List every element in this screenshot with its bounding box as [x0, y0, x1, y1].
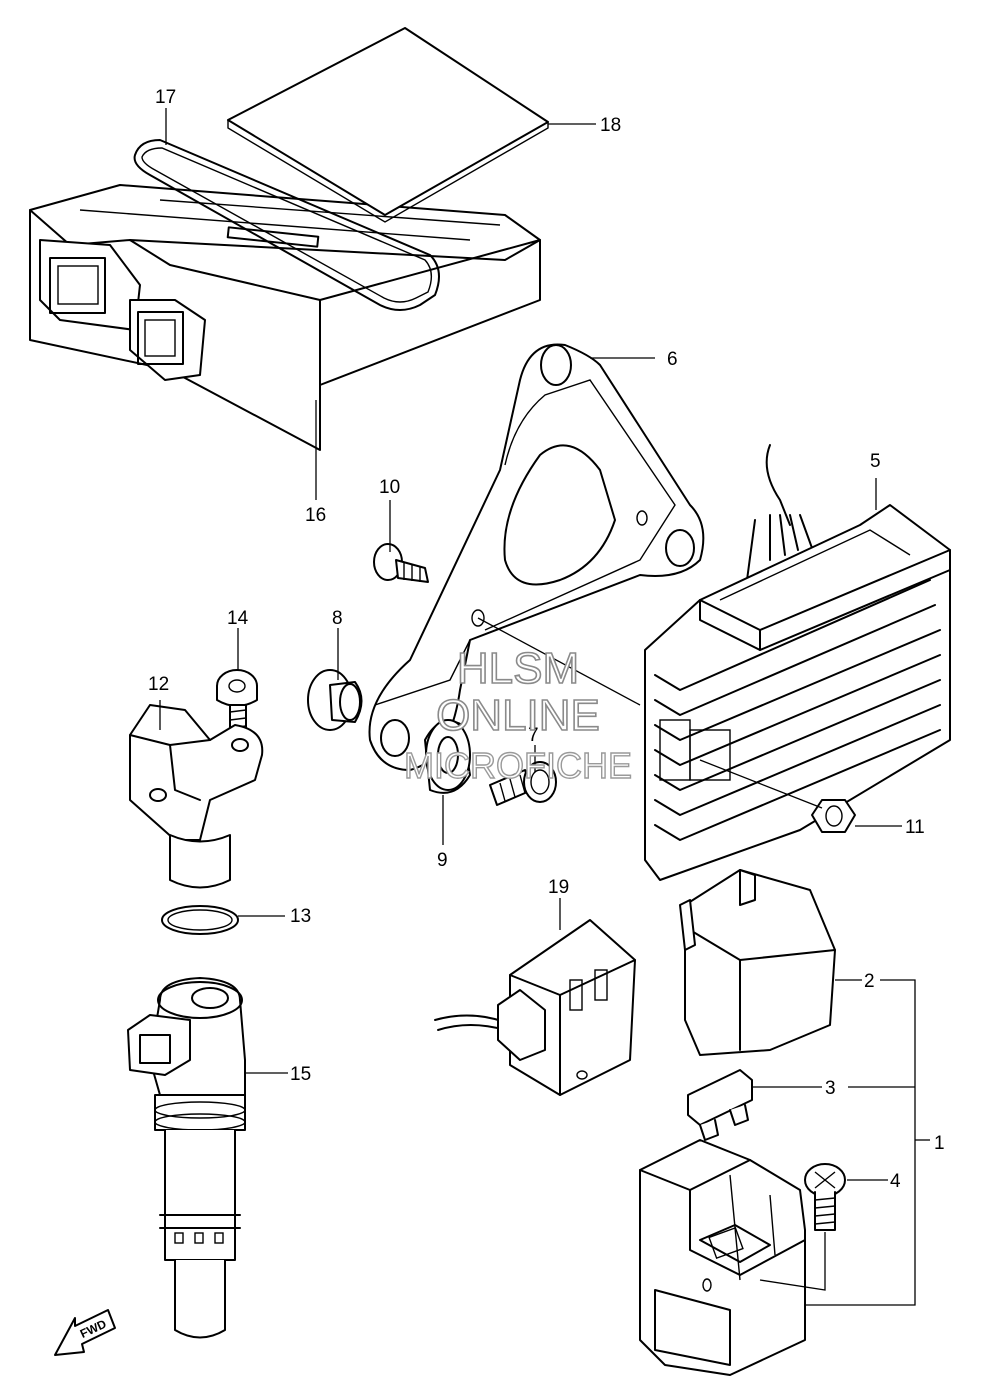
- callout-17: 17: [155, 87, 176, 108]
- callout-8: 8: [332, 608, 343, 629]
- callout-13: 13: [290, 906, 311, 927]
- callout-6: 6: [667, 349, 678, 370]
- sensor-part-12: [129, 704, 264, 889]
- screw-part-10: [373, 543, 429, 583]
- callout-5: 5: [870, 451, 881, 472]
- callout-labels: 1 2 3 4 5 6 7 8 9 10 11 12 13 14 15 16 1…: [148, 87, 945, 1192]
- fuse-part-3: [687, 1069, 753, 1141]
- relay-part-19: [434, 919, 636, 1096]
- watermark-line-3: MICROFICHE: [404, 745, 632, 786]
- ignition-coil-part-15: [127, 977, 246, 1339]
- callout-15: 15: [290, 1064, 311, 1085]
- callout-12: 12: [148, 674, 169, 695]
- fuse-box-cover-part-2: [679, 869, 836, 1056]
- nut-part-11: [811, 799, 856, 833]
- callout-3: 3: [825, 1078, 836, 1099]
- callout-14: 14: [227, 608, 249, 629]
- leader-lines: [159, 108, 930, 1306]
- ecu-gasket: [133, 139, 440, 311]
- callout-2: 2: [864, 971, 875, 992]
- callout-19: 19: [548, 877, 569, 898]
- callout-4: 4: [890, 1171, 901, 1192]
- regulator-fins: [654, 579, 941, 841]
- regulator-rectifier: [644, 444, 951, 881]
- grommet-part-9: [424, 719, 471, 794]
- callout-9: 9: [437, 850, 448, 871]
- callout-1: 1: [934, 1133, 945, 1154]
- callout-10: 10: [379, 477, 400, 498]
- screw-part-4: [804, 1163, 846, 1231]
- o-ring-part-13: [161, 905, 239, 935]
- ecu-cover-plate: [227, 27, 549, 223]
- mounting-bracket: [368, 343, 705, 771]
- forward-direction-arrow: FWD: [54, 1309, 116, 1356]
- watermark: HLSM ONLINE MICROFICHE: [403, 643, 632, 787]
- bolt-part-7: [489, 761, 557, 806]
- watermark-line-1: HLSM: [457, 644, 579, 693]
- damper-part-8: [307, 669, 363, 731]
- callout-11: 11: [905, 817, 925, 838]
- callout-7: 7: [528, 725, 539, 746]
- watermark-line-2: ONLINE: [436, 691, 600, 740]
- callout-18: 18: [600, 115, 621, 136]
- callout-16: 16: [305, 505, 326, 526]
- fuse-box-part-1: [639, 1139, 806, 1376]
- ecu-unit: [29, 184, 541, 451]
